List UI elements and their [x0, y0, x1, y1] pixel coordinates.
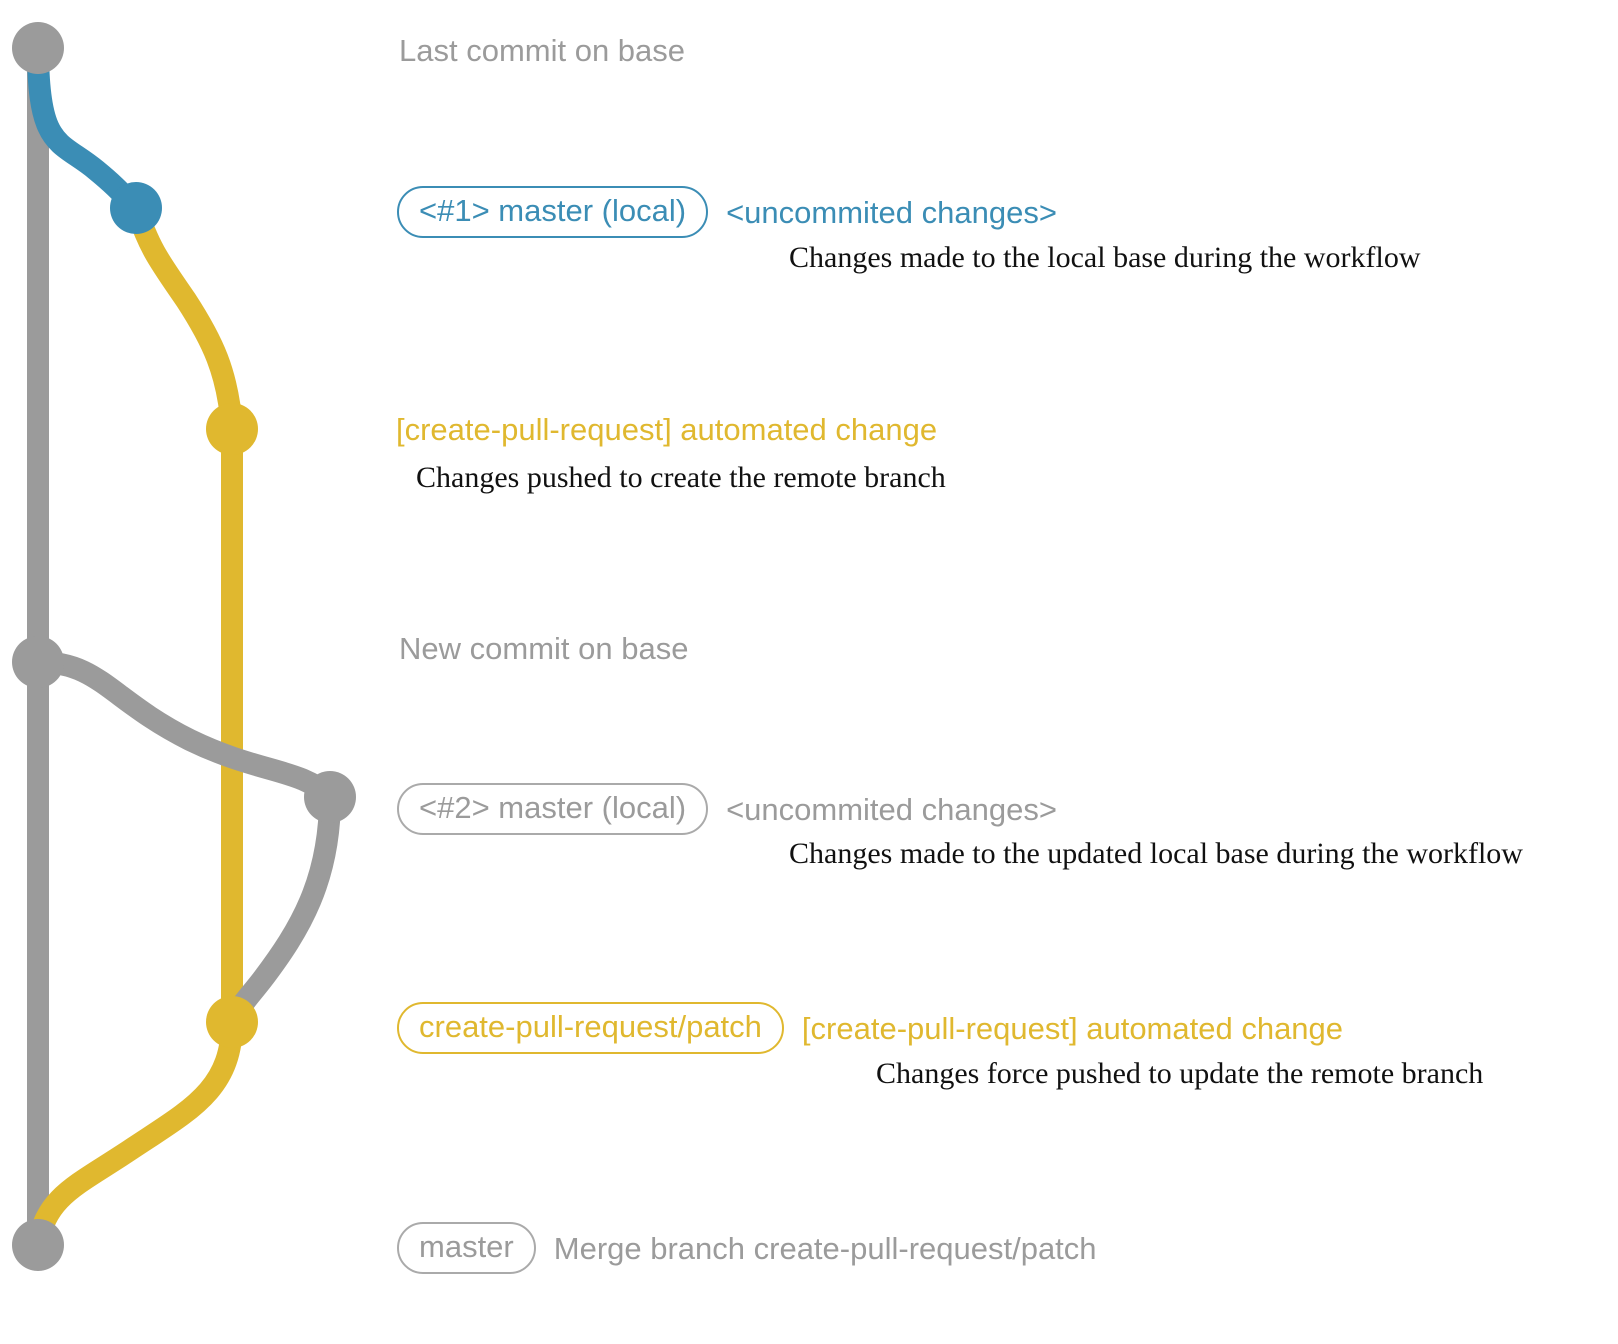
branch-line-local-2 — [27, 651, 341, 808]
commit-node-merge-master[interactable] — [12, 1219, 64, 1271]
row-merge-master: master Merge branch create-pull-request/… — [397, 1222, 1097, 1274]
commit-node-patch-2[interactable] — [206, 996, 258, 1048]
commit-node-base-new[interactable] — [12, 636, 64, 688]
badge-master-local-2[interactable]: <#2> master (local) — [397, 783, 709, 835]
headline-uncommited-changes-2: <uncommited changes> — [726, 791, 1057, 827]
headline-uncommited-changes-1: <uncommited changes> — [726, 194, 1057, 230]
description-local-1: Changes made to the local base during th… — [789, 241, 1421, 274]
commit-node-local-1[interactable] — [110, 182, 162, 234]
badge-master[interactable]: master — [397, 1222, 536, 1274]
git-graph — [12, 22, 356, 1271]
commit-node-local-2[interactable] — [304, 771, 356, 823]
branch-line-local-1 — [27, 37, 147, 219]
row-local-1: <#1> master (local) <uncommited changes> — [397, 186, 1057, 238]
description-patch-2: Changes force pushed to update the remot… — [876, 1057, 1484, 1090]
headline-merge-branch: Merge branch create-pull-request/patch — [553, 1230, 1097, 1266]
row-patch-2: create-pull-request/patch [create-pull-r… — [397, 1002, 1343, 1054]
branch-line-patch — [125, 197, 243, 1033]
commit-node-base-last[interactable] — [12, 22, 64, 74]
label-new-commit-on-base: New commit on base — [399, 631, 689, 666]
badge-master-local-1[interactable]: <#1> master (local) — [397, 186, 709, 238]
headline-patch-2: [create-pull-request] automated change — [801, 1010, 1344, 1046]
description-local-2: Changes made to the updated local base d… — [789, 837, 1523, 870]
row-local-2: <#2> master (local) <uncommited changes> — [397, 783, 1057, 835]
badge-create-pull-request-patch[interactable]: create-pull-request/patch — [397, 1002, 784, 1054]
commit-node-patch-1[interactable] — [206, 403, 258, 455]
branch-line-patch-2-to-merge — [27, 1011, 243, 1256]
label-last-commit-on-base: Last commit on base — [399, 33, 686, 68]
label-patch-1-headline: [create-pull-request] automated change — [396, 412, 938, 447]
branch-line-local-2-to-patch-2 — [221, 786, 341, 1033]
description-patch-1: Changes pushed to create the remote bran… — [416, 461, 946, 494]
